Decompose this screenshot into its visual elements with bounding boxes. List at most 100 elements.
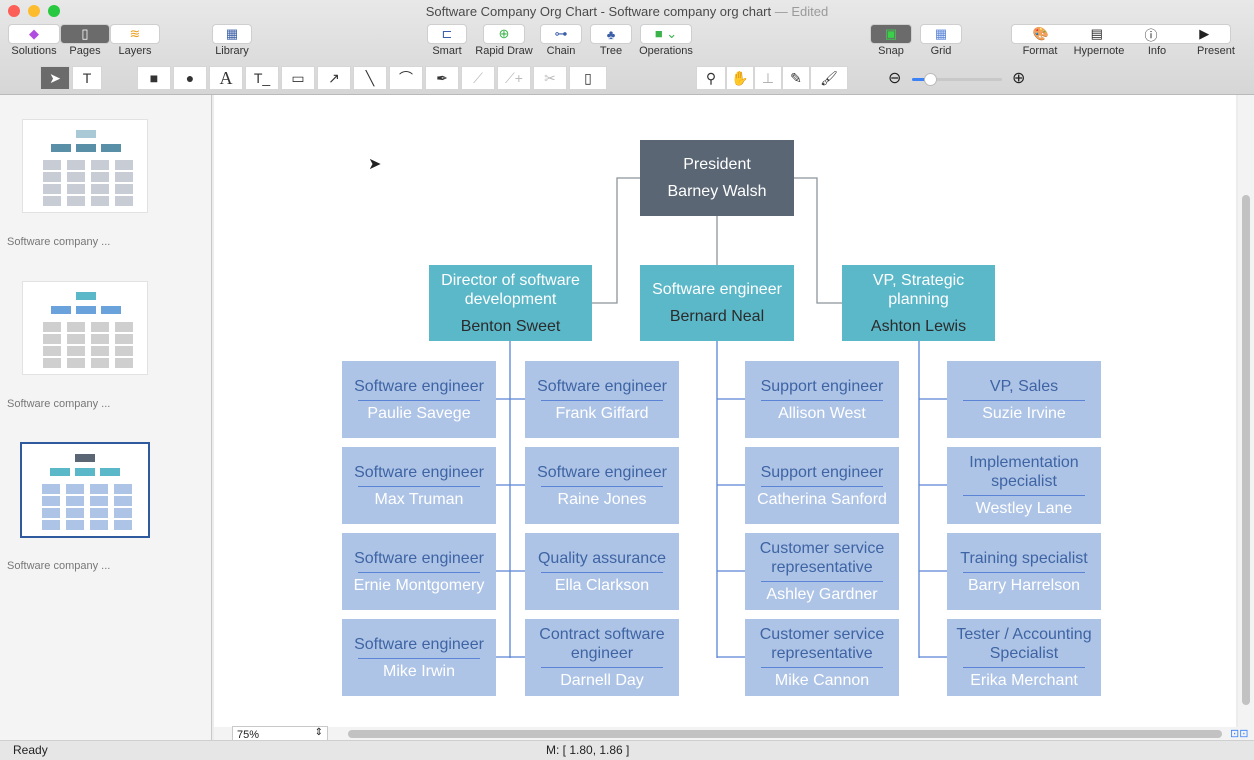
chain-button[interactable]: ⊶: [540, 24, 582, 44]
person-name: Darnell Day: [560, 672, 644, 689]
person-name: Max Truman: [374, 490, 464, 508]
vertical-scroll-thumb[interactable]: [1242, 195, 1250, 705]
line-tool-icon[interactable]: ╲: [353, 66, 387, 90]
edit-points-tool-icon[interactable]: ⟋: [461, 66, 495, 90]
format-icon[interactable]: 🎨: [1032, 26, 1049, 41]
rectangle-tool-icon[interactable]: ■: [137, 66, 171, 90]
hypernote-icon[interactable]: ▤: [1090, 26, 1103, 41]
arrow-tool-icon[interactable]: ↗: [317, 66, 351, 90]
library-button[interactable]: ▦: [212, 24, 252, 44]
position-title: Training specialist: [960, 549, 1088, 567]
divider: [963, 399, 1085, 401]
thumbnail-shape: [115, 346, 133, 356]
thumbnail-shape: [101, 144, 121, 152]
thumbnail-shape: [91, 358, 109, 368]
position-title: Software engineer: [652, 281, 782, 298]
horizontal-scroll-thumb[interactable]: [348, 730, 1222, 738]
thumbnail-shape: [66, 484, 84, 494]
page-thumbnail-3[interactable]: [20, 442, 150, 538]
snap-icon: ▣: [884, 26, 898, 41]
zoom-slider[interactable]: [912, 73, 1002, 86]
zoom-tool-icon[interactable]: ⚲: [696, 66, 726, 90]
container-tool-icon[interactable]: ▯: [569, 66, 607, 90]
pan-hand-icon[interactable]: ✋: [726, 66, 754, 90]
zoom-out-icon[interactable]: ⊖: [888, 70, 902, 87]
pen-tool-icon[interactable]: ✒: [425, 66, 459, 90]
callout-tool-icon[interactable]: ▭: [281, 66, 315, 90]
divider: [541, 485, 663, 487]
snap-button[interactable]: ▣: [870, 24, 912, 44]
position-title: Support engineer: [760, 463, 884, 481]
info-icon[interactable]: ⓘ: [1144, 27, 1158, 43]
textbox-tool-icon[interactable]: T_: [245, 66, 279, 90]
tree-label: Tree: [599, 45, 623, 57]
scissors-tool-icon[interactable]: ✂: [533, 66, 567, 90]
thumbnail-shape: [115, 160, 133, 170]
thumbnail-shape: [75, 454, 95, 462]
person-name: Frank Giffard: [555, 404, 649, 422]
divider: [541, 399, 663, 401]
arc-tool-icon[interactable]: ⌒: [389, 66, 423, 90]
solutions-button[interactable]: ◆: [8, 24, 60, 44]
thumbnail-shape: [101, 306, 121, 314]
thumbnail-shape: [91, 322, 109, 332]
tree-button[interactable]: ♣: [590, 24, 632, 44]
pages-button[interactable]: ▯: [60, 24, 110, 44]
present-label: Present: [1197, 45, 1235, 57]
page-thumbnail-2[interactable]: [22, 281, 148, 375]
layers-label: Layers: [118, 45, 152, 57]
layers-button[interactable]: ≋: [110, 24, 160, 44]
smart-button[interactable]: ⊏: [427, 24, 467, 44]
text-tool-icon[interactable]: A: [209, 66, 243, 90]
grid-button[interactable]: ▦: [920, 24, 962, 44]
add-point-tool-icon[interactable]: ⟋+: [497, 66, 531, 90]
stepper-icon[interactable]: ⇕: [314, 727, 323, 738]
vertical-scrollbar[interactable]: [1238, 95, 1254, 727]
divider: [963, 571, 1085, 573]
text-select-tool-icon[interactable]: T: [72, 66, 102, 90]
bottom-bar: 75%⇕ ⊡⊡: [214, 726, 1254, 742]
present-icon[interactable]: ▶: [1199, 26, 1210, 41]
format-painter-icon[interactable]: 🖌: [810, 66, 848, 90]
fit-page-icon[interactable]: ⊡⊡: [1230, 728, 1249, 740]
close-window-button[interactable]: [8, 5, 20, 17]
person-name: Bernard Neal: [669, 308, 765, 325]
zoom-in-icon[interactable]: ⊕: [1012, 70, 1026, 87]
eyedropper-icon[interactable]: ✎: [782, 66, 810, 90]
ellipse-tool-icon[interactable]: ●: [173, 66, 207, 90]
thumbnail-shape: [91, 346, 109, 356]
zoom-slider-knob[interactable]: [924, 73, 937, 86]
page-thumbnail-1[interactable]: [22, 119, 148, 213]
zoom-window-button[interactable]: [48, 5, 60, 17]
select-tool-icon[interactable]: ➤: [40, 66, 70, 90]
stamp-tool-icon[interactable]: ⊥: [754, 66, 782, 90]
thumbnail-shape: [90, 496, 108, 506]
zoom-select[interactable]: 75%⇕: [232, 726, 328, 742]
thumbnail-shape: [67, 322, 85, 332]
operations-button[interactable]: ■ ⌄: [640, 24, 692, 44]
minimize-window-button[interactable]: [28, 5, 40, 17]
pages-icon: ▯: [81, 26, 89, 41]
rapid-draw-button[interactable]: ⊕: [483, 24, 525, 44]
